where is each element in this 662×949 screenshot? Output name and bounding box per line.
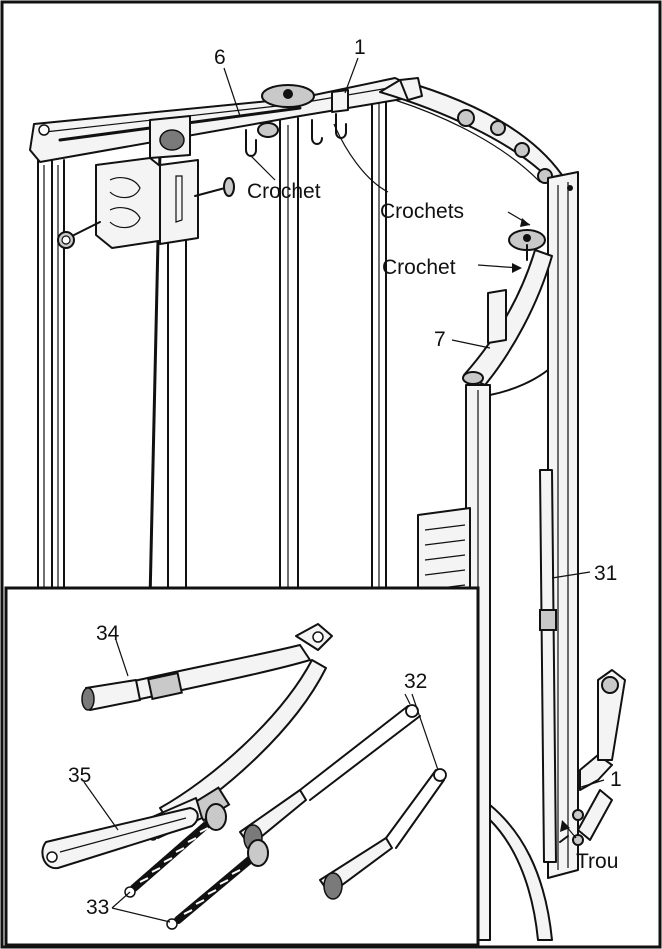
stirrup-handles-32 — [239, 704, 447, 900]
ropes-33 — [124, 803, 269, 930]
triceps-strap-34 — [81, 623, 333, 841]
label-part-31: 31 — [594, 562, 617, 585]
inset-accessories — [4, 586, 480, 947]
label-part-1-base: 1 — [610, 768, 622, 791]
bar-31 — [539, 469, 557, 863]
callout-labels: 6 1 Crochet Crochets Crochet 7 31 1 Trou… — [68, 36, 622, 919]
label-crochet-left: Crochet — [247, 180, 321, 203]
label-part-33: 33 — [86, 896, 109, 919]
label-part-1-top: 1 — [354, 36, 366, 59]
label-part-35: 35 — [68, 764, 91, 787]
label-part-7: 7 — [434, 328, 446, 351]
label-part-32: 32 — [404, 670, 427, 693]
left-pulley-bracket — [95, 157, 166, 249]
base-rail — [579, 754, 613, 791]
curved-arm-7 — [463, 249, 553, 386]
label-crochet-right: Crochet — [382, 256, 456, 279]
leader-lines — [83, 57, 605, 923]
label-trou: Trou — [576, 850, 618, 873]
label-crochets: Crochets — [380, 200, 464, 223]
strap-35 — [41, 807, 199, 870]
label-part-6: 6 — [214, 46, 226, 69]
label-part-34: 34 — [96, 622, 120, 645]
